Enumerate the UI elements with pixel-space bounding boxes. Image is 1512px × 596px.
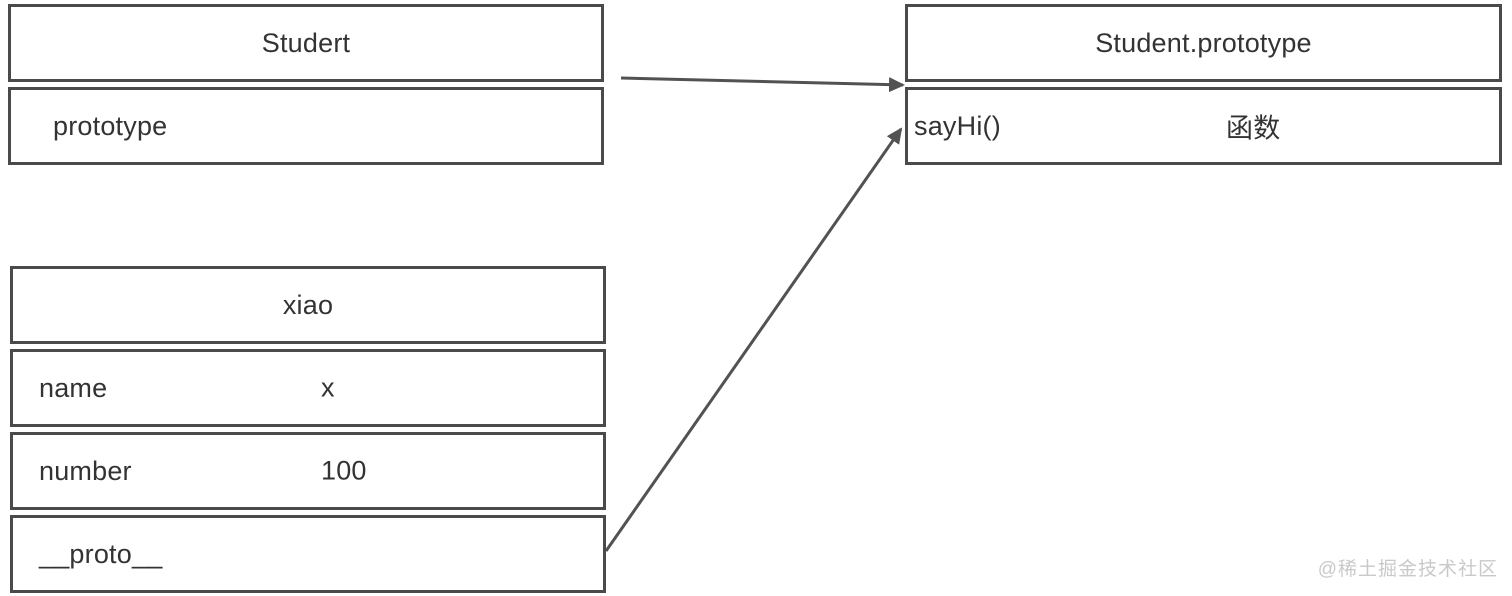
xiao-name-value: x — [321, 372, 335, 403]
student-prototype-title-cell: Student.prototype — [905, 4, 1502, 82]
studert-prototype-label: prototype — [53, 110, 168, 141]
xiao-number-row: number 100 — [10, 432, 606, 510]
xiao-name-row: name x — [10, 349, 606, 427]
studert-prototype-row: prototype — [8, 87, 604, 165]
xiao-box-title: xiao — [282, 289, 334, 320]
prototype-arrow — [620, 76, 905, 93]
xiao-box-title-cell: xiao — [10, 266, 606, 344]
xiao-name-label: name — [39, 372, 108, 403]
sayhi-label: sayHi() — [914, 110, 1001, 141]
studert-box-title-cell: Studert — [8, 4, 604, 82]
sayhi-row: sayHi() 函数 — [905, 87, 1502, 165]
watermark: @稀土掘金技术社区 — [1317, 559, 1498, 580]
sayhi-value: 函数 — [1226, 113, 1281, 144]
studert-box-title: Studert — [261, 27, 351, 58]
xiao-number-value: 100 — [321, 455, 367, 486]
xiao-number-label: number — [39, 455, 132, 486]
student-prototype-title: Student.prototype — [1095, 27, 1312, 58]
xiao-proto-row: __proto__ — [10, 515, 606, 593]
proto-chain-arrow — [604, 127, 903, 552]
xiao-proto-label: __proto__ — [39, 538, 163, 569]
student-prototype-box: Student.prototype sayHi() 函数 — [905, 4, 1502, 165]
studert-box: Studert prototype — [8, 4, 604, 165]
xiao-box: xiao name x number 100 __proto__ — [10, 266, 606, 593]
